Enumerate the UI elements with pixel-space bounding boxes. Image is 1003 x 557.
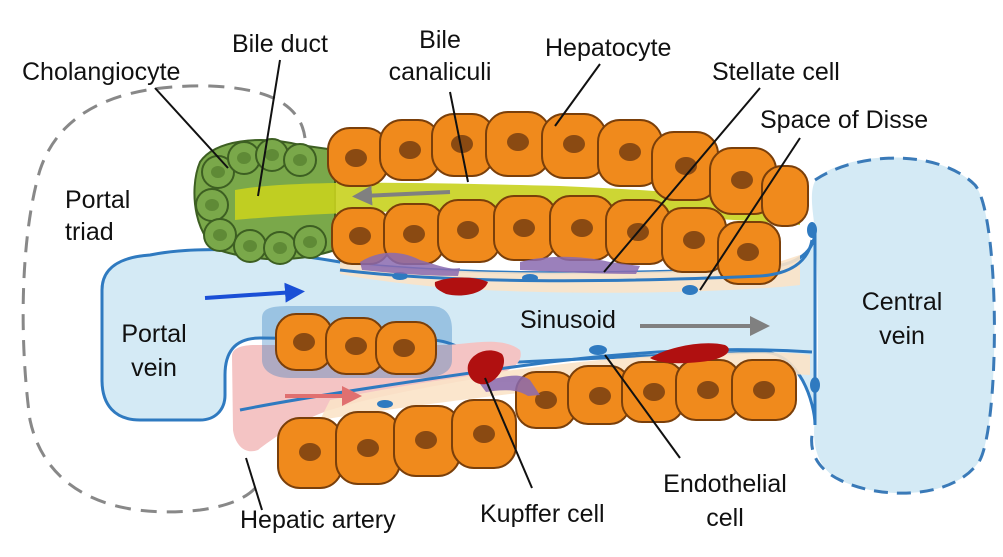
label-portal-vein-line2: vein (131, 354, 177, 382)
label-endothelial-cell-line2: cell (706, 504, 744, 532)
label-portal-vein-line1: Portal (121, 320, 186, 348)
label-endothelial-cell-line1: Endothelial (663, 470, 787, 498)
label-bile-canaliculi-line1: Bile (419, 26, 461, 54)
label-kupffer-cell: Kupffer cell (480, 500, 605, 528)
label-sinusoid: Sinusoid (520, 306, 616, 334)
label-portal-triad-line2: triad (65, 218, 114, 246)
label-central-vein-line1: Central (862, 288, 943, 316)
label-stellate-cell: Stellate cell (712, 58, 840, 86)
label-portal-triad-line1: Portal (65, 186, 130, 214)
label-hepatocyte: Hepatocyte (545, 34, 671, 62)
label-bile-canaliculi-line2: canaliculi (389, 58, 492, 86)
middle-hepatocyte-group (262, 306, 452, 378)
label-cholangiocyte: Cholangiocyte (22, 58, 180, 86)
label-hepatic-artery: Hepatic artery (240, 506, 396, 534)
label-central-vein-line2: vein (879, 322, 925, 350)
label-bile-duct: Bile duct (232, 30, 328, 58)
label-space-of-disse: Space of Disse (760, 106, 928, 134)
